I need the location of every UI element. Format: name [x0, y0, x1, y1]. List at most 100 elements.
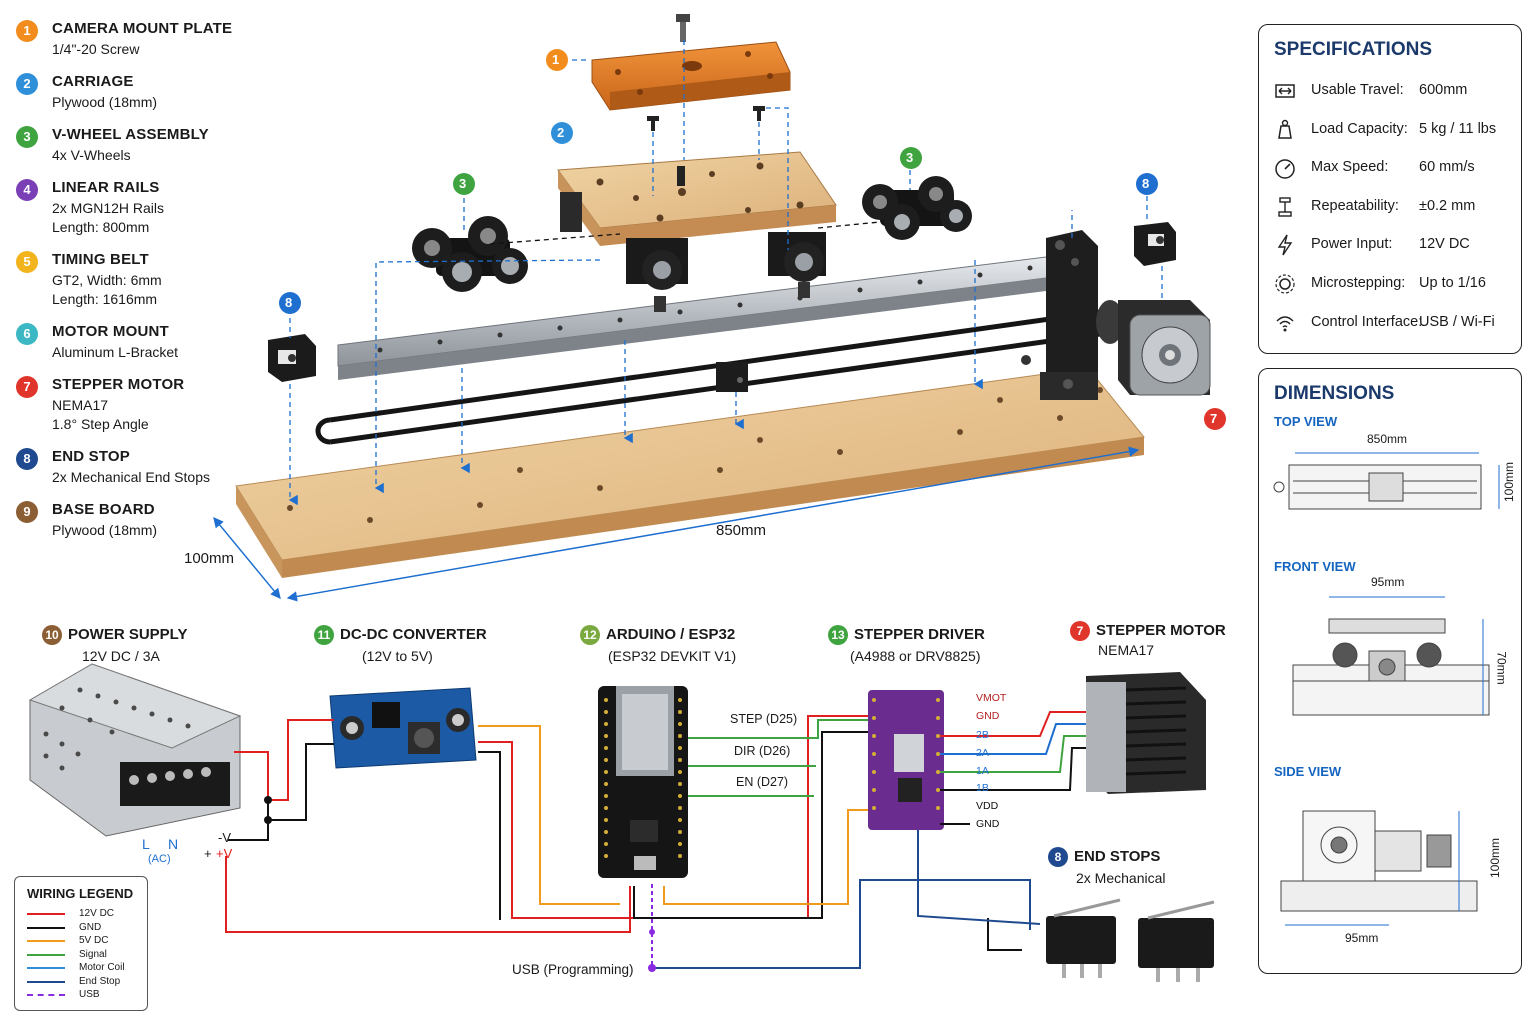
spec-label: Microstepping: — [1311, 275, 1406, 291]
psu-neg-label: -V — [218, 830, 231, 845]
legend-item-title: STEPPER MOTOR — [52, 376, 185, 393]
mounting-screws — [647, 106, 765, 186]
legend-number-badge: 2 — [16, 73, 38, 95]
stepper-driver-board — [868, 690, 944, 830]
motor-sub: NEMA17 — [1098, 642, 1155, 658]
en-signal-label: EN (D27) — [736, 775, 789, 789]
psu-ac-label: (AC) — [148, 853, 171, 865]
stepper-motor-assembly — [1096, 300, 1211, 396]
spec-value: USB / Wi-Fi — [1419, 313, 1495, 330]
length-dimension-label: 850mm — [716, 522, 767, 539]
wire-label: GND — [79, 921, 102, 933]
wiring-legend-row: Signal — [27, 949, 137, 961]
lightning-icon — [1273, 233, 1297, 261]
wire-swatch — [27, 994, 65, 996]
travel-icon — [1273, 79, 1297, 107]
v-wheel-assembly-left — [412, 216, 528, 292]
dcdc-sub: (12V to 5V) — [362, 648, 433, 664]
wiring-legend-row: End Stop — [27, 976, 137, 988]
spec-value: 60 mm/s — [1419, 159, 1475, 176]
callout-2 — [551, 122, 573, 144]
side-view-width: 95mm — [1345, 931, 1379, 945]
callout-3a — [453, 173, 475, 195]
end-stop-left — [268, 334, 316, 382]
legend-number-badge: 1 — [16, 20, 38, 42]
wire-label: Signal — [79, 948, 107, 960]
legend-item-detail: 2x MGN12H Rails — [52, 200, 165, 216]
legend-item-detail: 4x V-Wheels — [52, 147, 131, 163]
spec-label: Usable Travel: — [1311, 82, 1404, 98]
psu-n-label: N — [168, 836, 179, 852]
driver-pin-label: VDD — [976, 800, 999, 812]
wiring-legend-row: 12V DC — [27, 908, 137, 920]
legend-number-badge: 4 — [16, 179, 38, 201]
psu-pos-sign: + — [204, 846, 212, 861]
dir-signal-label: DIR (D26) — [734, 744, 791, 758]
usb-label: USB (Programming) — [512, 962, 634, 977]
top-view-width: 850mm — [1367, 432, 1408, 446]
driver-sub: (A4988 or DRV8825) — [850, 648, 981, 664]
callout-8a-label: 8 — [1142, 176, 1150, 191]
camera-mount-plate — [591, 14, 791, 111]
belt-clamp — [716, 362, 748, 392]
driver-pin-label: 2A — [976, 747, 989, 759]
spec-row: Max Speed:60 mm/s — [1273, 156, 1513, 180]
legend-item-6: 6 MOTOR MOUNT Aluminum L-Bracket — [14, 321, 254, 362]
step-signal-label: STEP (D25) — [730, 712, 798, 726]
psu-pos-label: +V — [216, 846, 233, 861]
dimension-drawings — [1273, 452, 1500, 926]
power-supply-sub: 12V DC / 3A — [82, 648, 160, 664]
legend-number-badge: 9 — [16, 501, 38, 523]
specifications-title: SPECIFICATIONS — [1274, 39, 1432, 60]
repeatability-icon — [1273, 195, 1297, 223]
legend-item-title: BASE BOARD — [52, 501, 155, 518]
legend-item-detail: 1/4"-20 Screw — [52, 41, 140, 57]
spec-row: Power Input:12V DC — [1273, 233, 1513, 257]
spec-row: Load Capacity:5 kg / 11 lbs — [1273, 118, 1513, 142]
callout-8a — [1136, 173, 1158, 195]
stepper-motor-wiring — [1086, 672, 1206, 794]
legend-item-title: TIMING BELT — [52, 251, 149, 268]
legend-item-detail: 1.8° Step Angle — [52, 416, 149, 432]
power-supply — [28, 663, 242, 837]
wifi-icon — [1273, 311, 1297, 339]
wiring-legend-row: GND — [27, 922, 137, 934]
spec-row: Microstepping:Up to 1/16 — [1273, 272, 1513, 296]
carriage-wheels — [626, 232, 826, 312]
driver-pin-label: GND — [976, 710, 1000, 722]
wires — [225, 711, 1086, 969]
legend-number-badge: 7 — [16, 376, 38, 398]
mcu-sub: (ESP32 DEVKIT V1) — [608, 648, 737, 664]
wire-label: End Stop — [79, 975, 121, 987]
driver-pin-label: VMOT — [976, 692, 1007, 704]
spec-label: Repeatability: — [1311, 197, 1399, 214]
legend-number-badge: 6 — [16, 323, 38, 345]
front-view-width: 95mm — [1371, 575, 1405, 589]
legend-item-detail: NEMA17 — [52, 397, 109, 413]
legend-item-detail: Aluminum L-Bracket — [52, 344, 179, 360]
legend-item-title: MOTOR MOUNT — [52, 323, 169, 340]
linear-rail — [337, 253, 1071, 380]
dc-dc-converter — [329, 687, 477, 769]
wire-label: 5V DC — [79, 935, 109, 946]
legend-item-title: V-WHEEL ASSEMBLY — [52, 126, 209, 143]
driver-pin-label: GND — [976, 818, 1000, 830]
callout-8b — [279, 292, 301, 314]
wire-label: USB — [79, 989, 100, 1000]
dimensions-panel: DIMENSIONS TOP VIEW 850mm 100mm FRONT VI… — [1258, 368, 1522, 974]
legend-item-7: 7 STEPPER MOTOR NEMA17 1.8° Step Angle — [14, 374, 254, 434]
side-view-title: SIDE VIEW — [1274, 764, 1342, 779]
